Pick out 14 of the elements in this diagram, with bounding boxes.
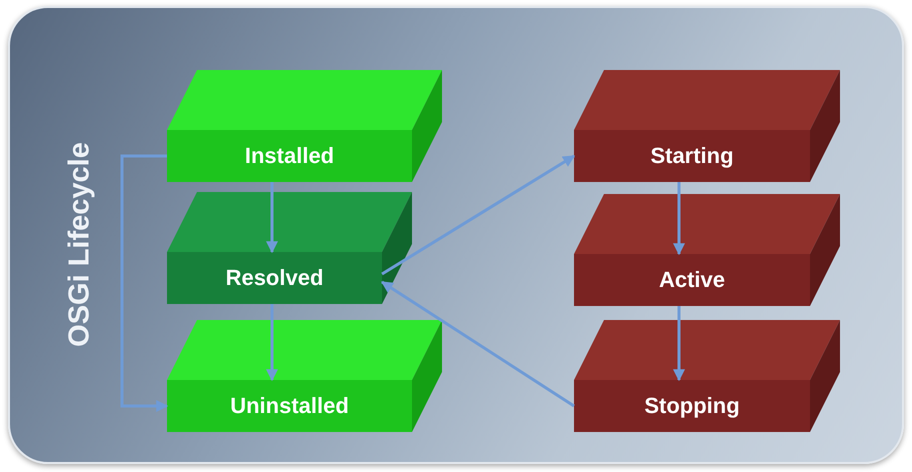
arrow [120,154,168,412]
arrow [673,306,685,382]
panel-background [8,6,904,464]
arrow [266,304,278,382]
arrow [381,154,576,276]
state-label: Starting [649,142,735,170]
state-label: Resolved [224,264,324,292]
state-label: Stopping [643,392,741,420]
state-label: Active [658,266,726,294]
arrow [673,182,685,256]
state-label: Uninstalled [229,392,350,420]
panel-heading: OSGi Lifecycle [64,141,96,349]
state-label: Installed [244,142,336,170]
arrow [266,182,278,254]
